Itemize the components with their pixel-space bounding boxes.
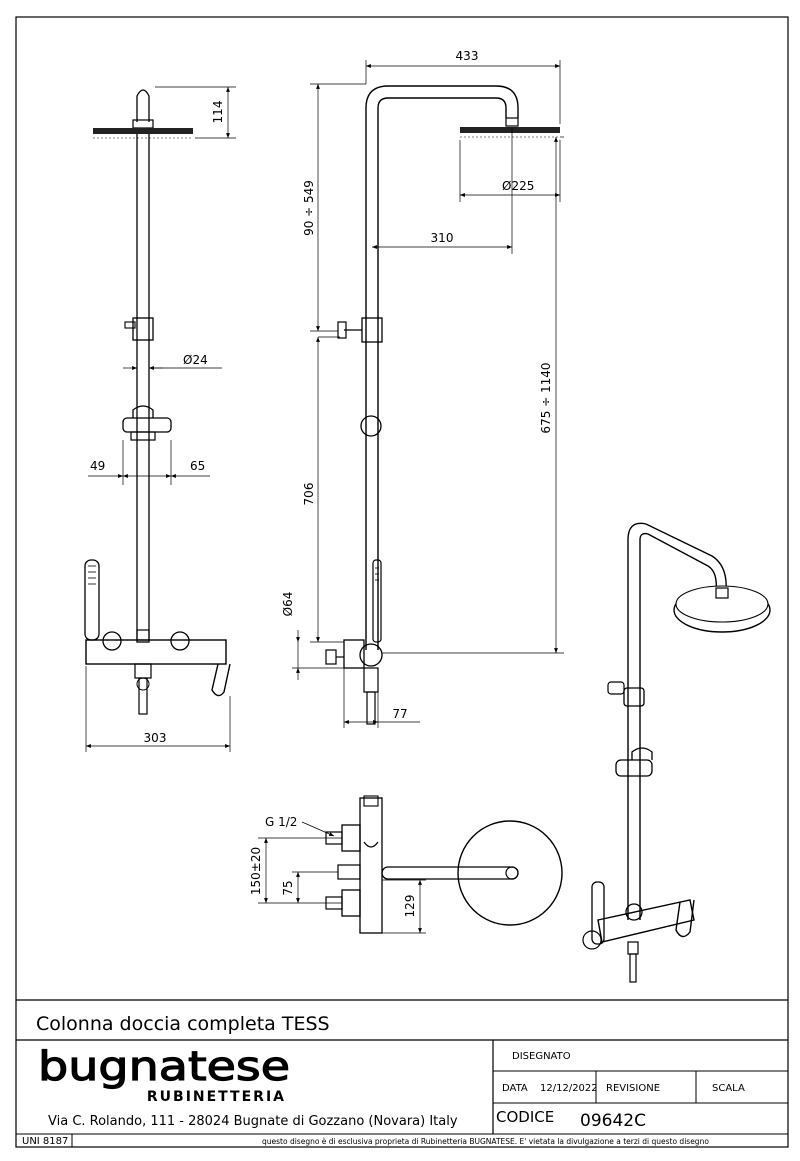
top-view [258,795,563,934]
dim-column-height: 706 [302,483,316,506]
side-view [292,60,564,728]
company-address: Via C. Rolando, 111 - 28024 Bugnate di G… [48,1114,458,1129]
scale-label: SCALA [712,1083,745,1094]
standard-label: UNI 8187 [22,1136,68,1147]
brand-subtitle: RUBINETTERIA [147,1089,286,1105]
dim-bracket-depth: 129 [403,895,417,918]
date-label: DATA [502,1083,528,1094]
dim-head-diameter: Ø225 [502,179,534,193]
code-value: 09642C [580,1111,646,1131]
sheet-border [15,16,789,1148]
revision-label: REVISIONE [606,1083,660,1094]
dim-inlet-thread: G 1/2 [265,815,297,829]
dim-head-height: 114 [211,101,225,124]
date-value: 12/12/2022 [540,1083,598,1094]
drawn-label: DISEGNATO [512,1051,571,1062]
dim-height-range-top: 90 ÷ 549 [302,180,316,236]
code-label: CODICE [496,1108,554,1126]
dim-flange-diameter: Ø64 [281,592,295,617]
dim-outlet-depth: 77 [392,707,407,721]
dim-slider-right: 65 [190,459,205,473]
dim-inlet-spacing: 150±20 [249,847,263,895]
dim-pipe-diameter: Ø24 [183,353,208,367]
product-title: Colonna doccia completa TESS [36,1013,330,1035]
disclaimer-text: questo disegno è di esclusiva proprieta … [262,1137,709,1146]
dim-arm-length: 433 [456,49,479,63]
dim-arm-offset: 310 [431,231,454,245]
title-block [16,999,788,1147]
dim-mixer-width: 303 [144,731,167,745]
dim-height-range-main: 675 ÷ 1140 [539,362,553,433]
dim-inlet-offset: 75 [281,880,295,895]
front-view [84,86,236,752]
brand-logo: bugnatese [38,1044,290,1090]
perspective-view [582,522,771,983]
dim-slider-left: 49 [90,459,105,473]
